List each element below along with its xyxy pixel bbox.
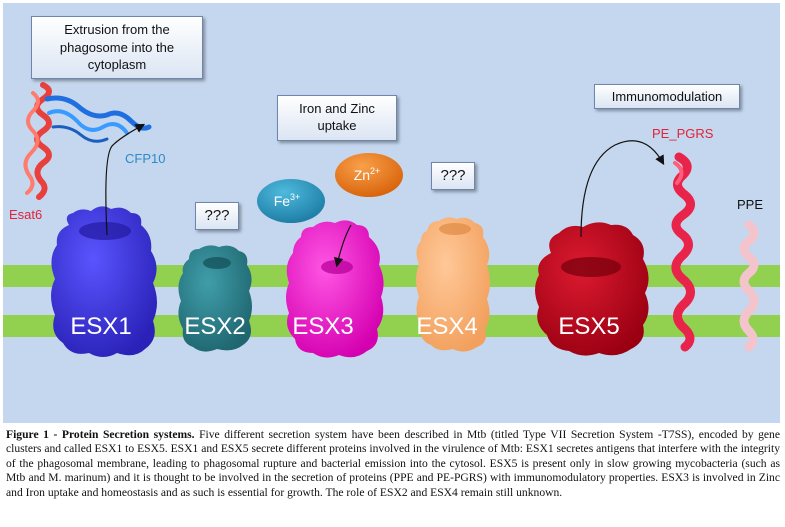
esat6-label: Esat6 — [9, 207, 42, 222]
pe-pgrs-ribbon — [671, 152, 695, 352]
pe-pgrs-label: PE_PGRS — [652, 126, 714, 141]
svg-text:Zn2+: Zn2+ — [354, 166, 381, 183]
figure-caption: Figure 1 - Protein Secretion systems. Fi… — [6, 428, 780, 500]
esx2-complex: ESX2 — [178, 245, 252, 352]
esx1-complex: ESX1 — [51, 206, 157, 357]
svg-text:Fe3+: Fe3+ — [274, 192, 301, 209]
immunomodulation-callout: Immunomodulation — [594, 84, 740, 109]
diagram-panel: ESX1 ESX2 ESX3 ESX4 ESX5 — [3, 3, 780, 423]
esx1-label: ESX1 — [70, 313, 131, 340]
esx4-unknown-text: ??? — [440, 167, 466, 184]
arrows — [105, 123, 665, 268]
zn-charge: 2+ — [370, 166, 380, 176]
cfp10-label: CFP10 — [125, 151, 165, 166]
caption-label: Figure 1 - Protein Secretion systems. — [6, 428, 195, 441]
esx1-export-arrow — [105, 123, 146, 236]
esx2-unknown-box: ??? — [195, 202, 239, 230]
esx5-export-arrow — [580, 140, 665, 238]
fe-ion: Fe3+ — [257, 179, 325, 223]
caption-text: Five different secretion system have bee… — [6, 428, 780, 499]
extrusion-callout: Extrusion from the phagosome into the cy… — [31, 16, 203, 79]
esx3-import-arrow — [333, 224, 352, 268]
zn-ion: Zn2+ — [335, 153, 403, 197]
iron-zinc-callout: Iron and Zinc uptake — [277, 95, 397, 141]
esx3-label: ESX3 — [292, 313, 353, 340]
esx2-label: ESX2 — [184, 313, 245, 340]
ppe-label: PPE — [737, 197, 763, 212]
esx2-unknown-text: ??? — [204, 207, 230, 224]
esx4-label: ESX4 — [416, 313, 477, 340]
secretion-diagram: ESX1 ESX2 ESX3 ESX4 ESX5 — [3, 3, 780, 423]
esx3-complex: ESX3 — [286, 220, 384, 358]
esx4-complex: ESX4 — [416, 217, 490, 352]
extrusion-callout-text: Extrusion from the phagosome into the cy… — [59, 22, 175, 72]
esx5-label: ESX5 — [558, 313, 619, 340]
zn-symbol: Zn — [354, 167, 370, 183]
fe-symbol: Fe — [274, 193, 291, 209]
esx5-complex: ESX5 — [535, 222, 649, 356]
immunomodulation-callout-text: Immunomodulation — [611, 89, 723, 104]
iron-zinc-callout-text: Iron and Zinc uptake — [299, 101, 375, 133]
fe-charge: 3+ — [290, 192, 300, 202]
ppe-ribbon — [739, 220, 759, 352]
esx4-unknown-box: ??? — [431, 162, 475, 190]
